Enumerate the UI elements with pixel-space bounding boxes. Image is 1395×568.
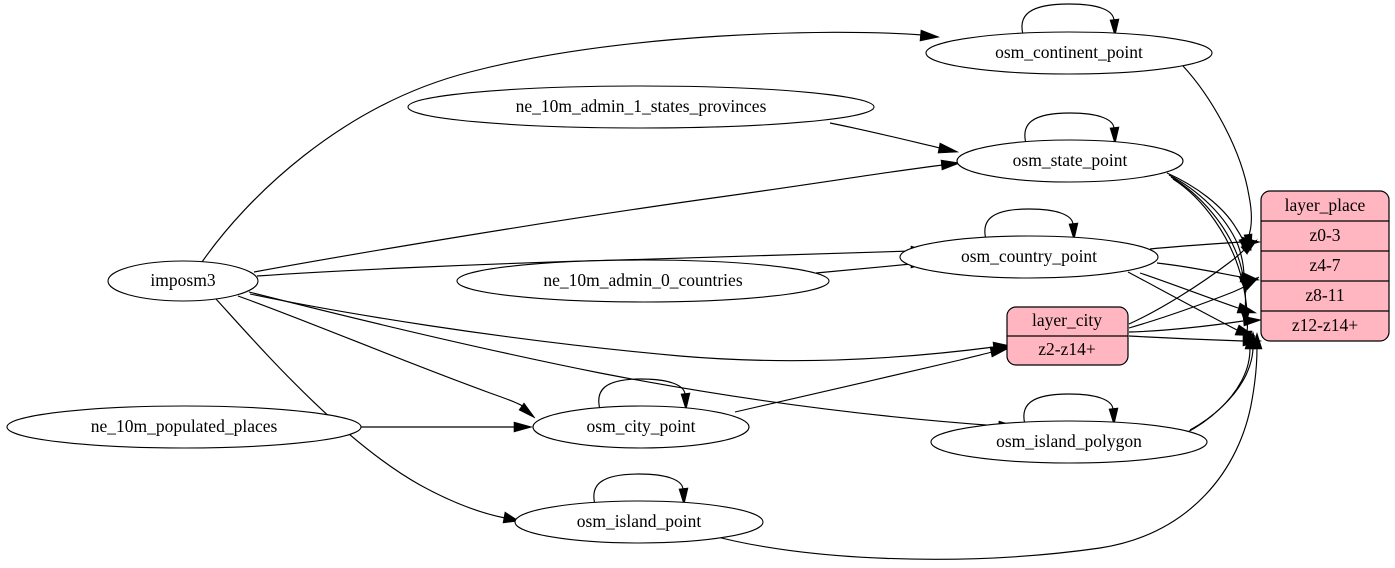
node-osm_island_polygon[interactable]: osm_island_polygon (930, 420, 1208, 464)
record-node-layer_city[interactable]: layer_city z2-z14+ (1006, 306, 1129, 366)
edge-self-osm_state_point (1024, 112, 1120, 148)
edge-ne_10m_populated_places-to-osm_city_point (361, 421, 534, 433)
edge-osm_city_point-to-layer_city (734, 346, 1011, 413)
edge-osm_country_point-to-layer_place-z12-z14+ (1127, 271, 1257, 337)
edge-osm_island_polygon-to-layer_place-z12-z14+-b (1185, 331, 1256, 434)
edge-layer (201, 3, 1263, 560)
edge-self-osm_island_point (593, 473, 689, 509)
edge-layer_city-to-layer_place-z0-3 (1128, 239, 1258, 325)
edge-self-osm_continent_point (1021, 3, 1120, 39)
node-osm_island_point[interactable]: osm_island_point (514, 500, 764, 544)
edge-osm_continent_point-to-layer_place-z0-3 (1182, 65, 1253, 252)
edge-imposm3-to-layer_city (249, 293, 1013, 362)
edge-self-osm_island_polygon (1023, 393, 1119, 429)
node-osm_state_point[interactable]: osm_state_point (956, 139, 1184, 183)
node-ne_10m_populated_places[interactable]: ne_10m_populated_places (6, 405, 362, 449)
edge-osm_country_point-to-layer_place-z8-11 (1139, 272, 1258, 314)
edge-self-osm_city_point (598, 378, 691, 414)
node-osm_continent_point[interactable]: osm_continent_point (925, 31, 1213, 75)
edge-ne_10m_admin_1_states_provinces-to-osm_state_point (829, 122, 960, 154)
node-osm_country_point[interactable]: osm_country_point (899, 235, 1159, 279)
node-osm_city_point[interactable]: osm_city_point (532, 405, 750, 449)
node-imposm3[interactable]: imposm3 (107, 260, 259, 302)
edge-imposm3-to-osm_city_point (237, 295, 536, 419)
edge-self-osm_country_point (984, 208, 1079, 244)
edge-imposm3-to-osm_continent_point (201, 29, 941, 263)
node-ne_10m_admin_1_states_provinces[interactable]: ne_10m_admin_1_states_provinces (407, 85, 875, 129)
edge-imposm3-to-osm_state_point (253, 159, 962, 273)
edge-osm_island_point-to-layer_place-z12-z14+ (709, 331, 1263, 560)
record-node-layer_place[interactable]: layer_place z0-3 z4-7 z8-11 z12-z14+ (1260, 190, 1390, 342)
edge-layer_city-to-layer_place-z8-11 (1128, 315, 1263, 333)
node-ne_10m_admin_0_countries[interactable]: ne_10m_admin_0_countries (456, 259, 830, 303)
edge-osm_state_point-to-layer_place-z0-3 (1166, 172, 1248, 256)
edge-layer_city-to-layer_place-z12-z14+ (1128, 335, 1263, 347)
edge-osm_state_point-to-layer_place-z4-7 (1168, 174, 1250, 293)
edge-layer_city-to-layer_place-z4-7 (1128, 276, 1260, 329)
